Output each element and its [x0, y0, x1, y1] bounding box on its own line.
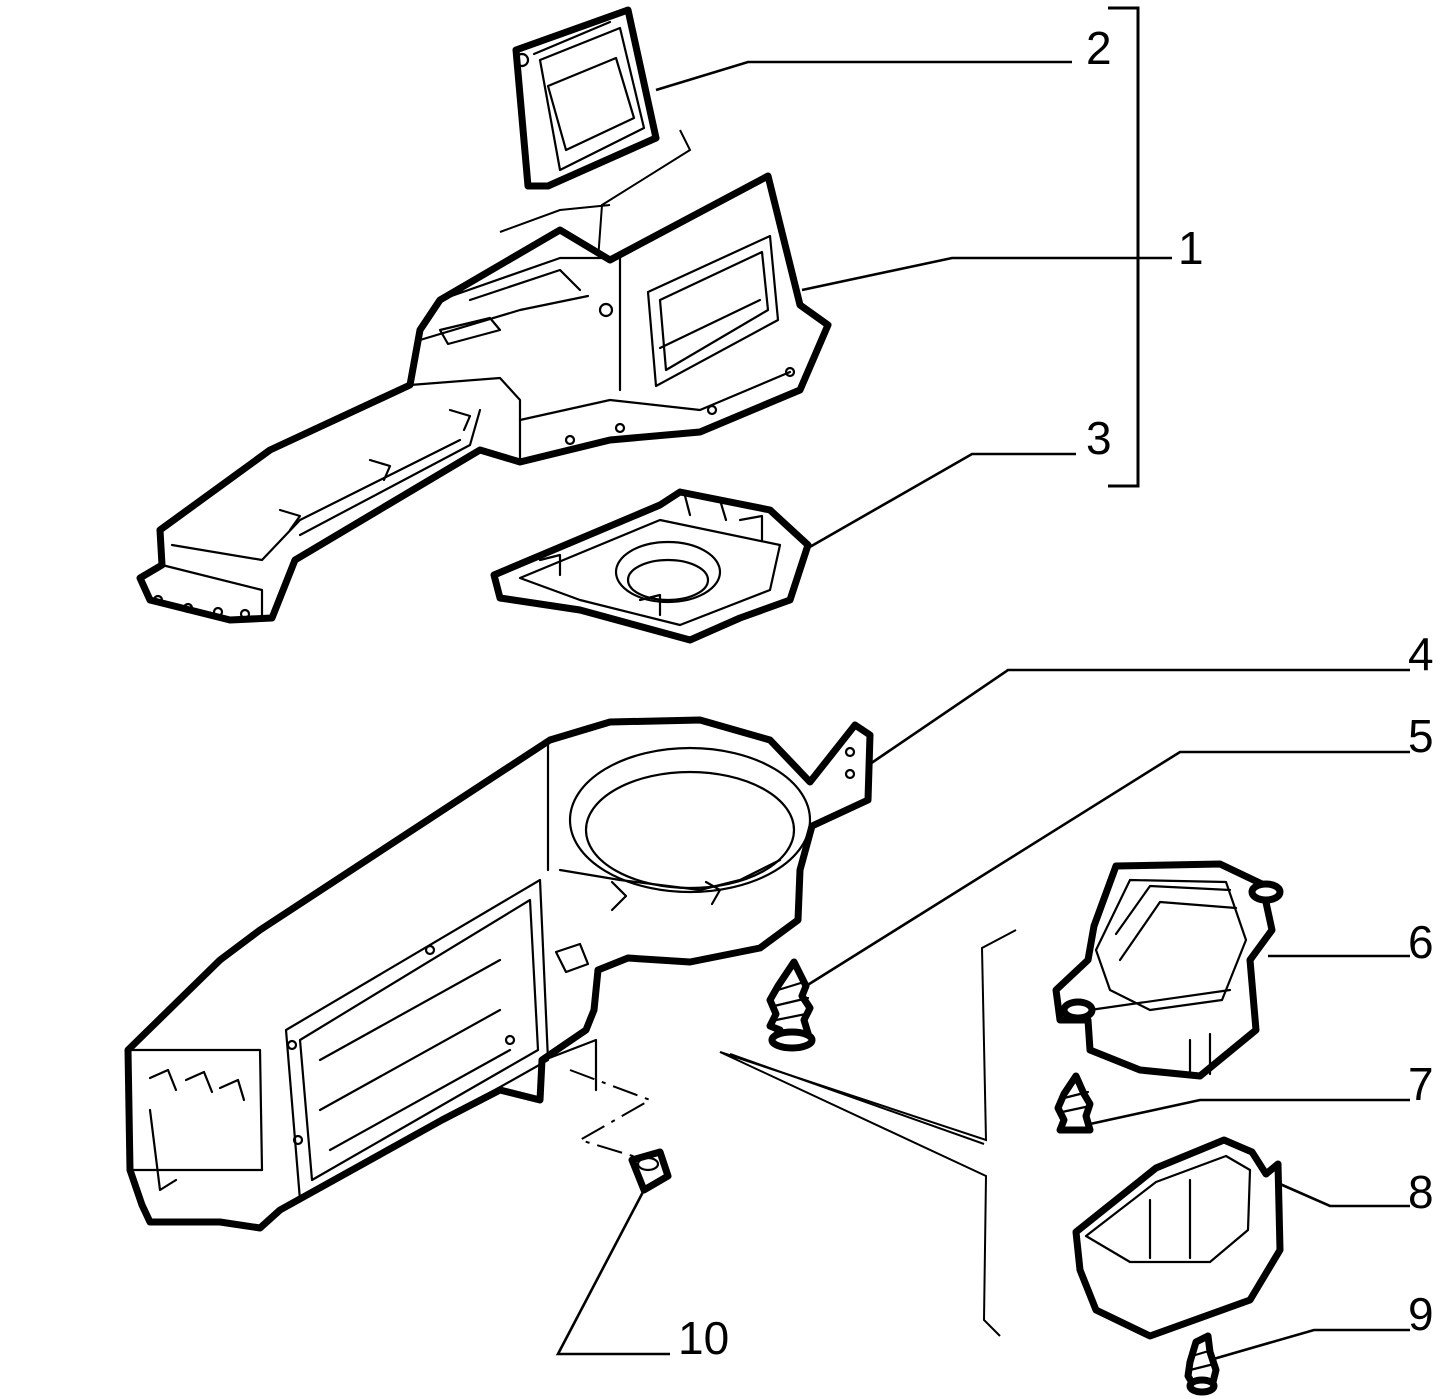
leader-lines [555, 60, 1410, 1362]
callout-2: 2 [1086, 22, 1112, 74]
part-8-cover [1072, 1136, 1284, 1340]
callout-8: 8 [1408, 1166, 1434, 1218]
leader-3 [807, 452, 1076, 550]
callout-3: 3 [1086, 412, 1112, 464]
leader-10 [555, 1189, 670, 1356]
part-4-lower-housing [124, 716, 874, 1232]
part-6-resistor [1052, 860, 1284, 1080]
part-7-screw [1054, 1072, 1094, 1134]
part-1-main-housing [136, 172, 832, 624]
part-5-screw [766, 958, 816, 1052]
group-bracket-1-3 [1108, 6, 1140, 488]
leader-7 [1089, 1098, 1410, 1126]
part-3-filter-frame [490, 488, 812, 644]
callout-4: 4 [1408, 628, 1434, 680]
callout-5: 5 [1408, 710, 1434, 762]
callout-1: 1 [1178, 222, 1204, 274]
callout-6: 6 [1408, 916, 1434, 968]
leader-9 [1209, 1328, 1410, 1362]
part-2-flap [499, 6, 692, 261]
leader-4 [869, 668, 1410, 766]
callout-9: 9 [1408, 1288, 1434, 1340]
part-10-bushing [628, 1148, 672, 1194]
part-9-screw [1184, 1332, 1220, 1396]
leader-1 [801, 256, 1172, 292]
leader-8 [1279, 1182, 1410, 1208]
assembly-guide-6-9 [719, 929, 1017, 1337]
assembly-guide-6-9-b [729, 1053, 985, 1145]
callout-10: 10 [678, 1312, 729, 1364]
callout-7: 7 [1408, 1058, 1434, 1110]
leader-2 [655, 60, 1072, 92]
leader-5 [805, 750, 1410, 988]
